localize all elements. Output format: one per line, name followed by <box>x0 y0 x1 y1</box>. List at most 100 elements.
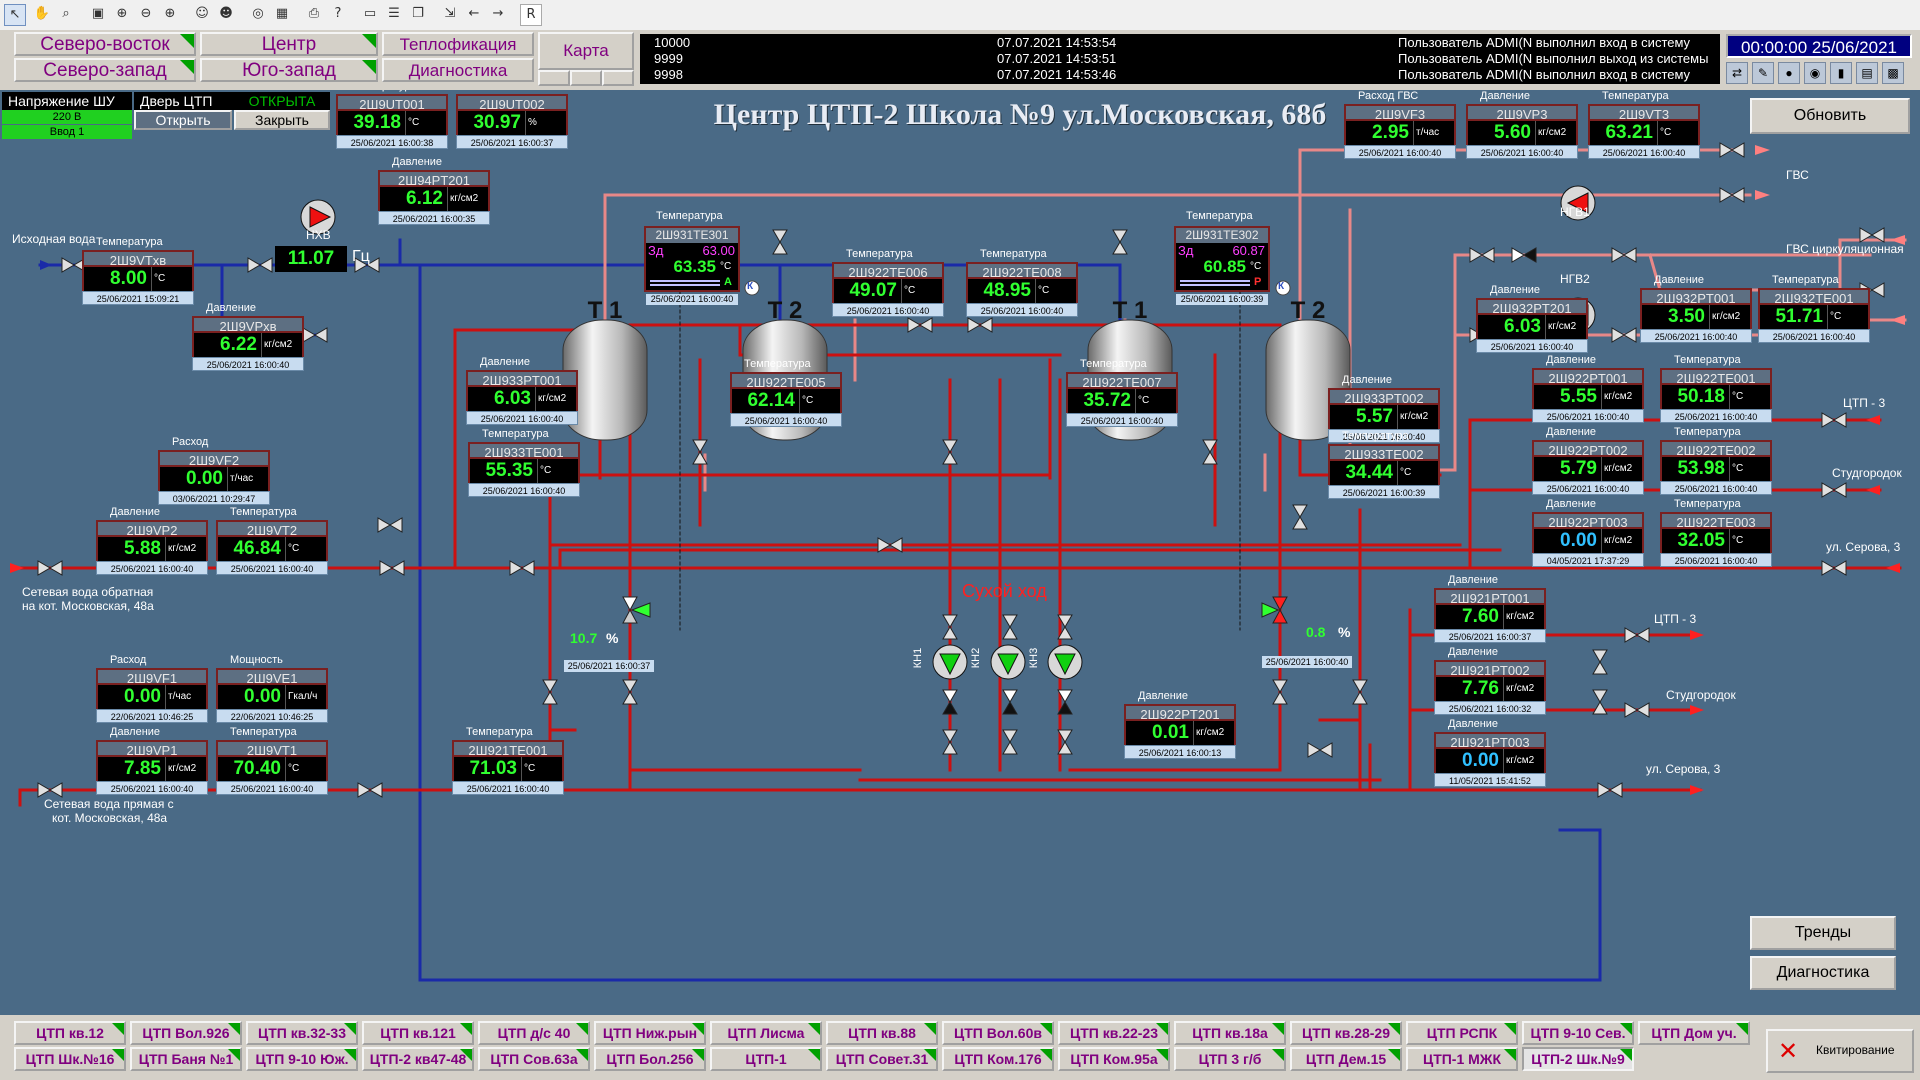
ctp-button[interactable]: ЦТП Вол.60в <box>942 1021 1054 1045</box>
zoom-fit-icon[interactable]: ▣ <box>91 6 105 21</box>
help-icon[interactable]: ? <box>334 6 342 21</box>
user-edit-icon[interactable]: ☻ <box>219 6 233 21</box>
ctp-button[interactable]: ЦТП кв.12 <box>14 1021 126 1045</box>
cascade-icon[interactable]: ❐ <box>412 6 424 21</box>
nav-yugo-zapad[interactable]: Юго-запад <box>200 58 378 82</box>
ctp-button[interactable]: ЦТП Вол.926 <box>130 1021 242 1045</box>
zoom-out-icon[interactable]: ⊖ <box>140 6 152 21</box>
tile-icon[interactable]: ☰ <box>388 6 400 21</box>
ctp-button[interactable]: ЦТП кв.22-23 <box>1058 1021 1170 1045</box>
ctp-button[interactable]: ЦТП 9-10 Сев. <box>1522 1021 1634 1045</box>
ctp-button[interactable]: ЦТП кв.121 <box>362 1021 474 1045</box>
users-icon[interactable]: ☺ <box>195 6 209 21</box>
diagnostics-button[interactable]: Диагностика <box>1750 956 1896 990</box>
ctp-button[interactable]: ЦТП Шк.№16 <box>14 1047 126 1071</box>
ctp-button[interactable]: ЦТП Дом уч. <box>1638 1021 1750 1045</box>
chip-icon[interactable]: ▩ <box>1882 62 1904 84</box>
ctp-button[interactable]: ЦТП кв.88 <box>826 1021 938 1045</box>
controller-te302[interactable]: 2Ш931ТЕ302 Зд 60.87 60.85 °С Р <box>1174 226 1270 292</box>
refresh-r-icon[interactable]: R <box>520 4 542 26</box>
ctp-button[interactable]: ЦТП Баня №1 <box>130 1047 242 1071</box>
ctp-button[interactable]: ЦТП-2 Шк.№9 <box>1522 1047 1634 1071</box>
exit-door-icon[interactable]: ▮ <box>1830 62 1852 84</box>
window-icon[interactable]: ▭ <box>363 6 377 21</box>
ctp-button[interactable]: ЦТП Бол.256 <box>594 1047 706 1071</box>
back-arrow-icon[interactable]: ← <box>468 6 480 21</box>
trends-button[interactable]: Тренды <box>1750 916 1896 950</box>
nav-sever-vostok[interactable]: Северо-восток <box>14 32 196 56</box>
person-icon[interactable]: ● <box>1778 62 1800 84</box>
close-door-button[interactable]: Закрыть <box>234 110 330 130</box>
nav-karta[interactable]: Карта <box>538 32 634 70</box>
binoculars-icon[interactable]: ◎ <box>252 6 264 21</box>
ctp-button[interactable]: ЦТП-1 <box>710 1047 822 1071</box>
open-door-button[interactable]: Открыть <box>134 110 232 130</box>
ctp-button[interactable]: ЦТП 3 г/б <box>1174 1047 1286 1071</box>
ctp-button[interactable]: ЦТП Лисма <box>710 1021 822 1045</box>
nav-diagnostika[interactable]: Диагностика <box>382 58 534 82</box>
zoom-icon[interactable]: ⌕ <box>62 6 70 21</box>
controller-te301[interactable]: 2Ш931ТЕ301 Зд 63.00 63.35 °С А <box>644 226 740 292</box>
refresh-button[interactable]: Обновить <box>1750 98 1910 134</box>
ctp-button[interactable]: ЦТП-1 МЖК <box>1406 1047 1518 1071</box>
ctp-button[interactable]: ЦТП д/с 40 <box>478 1021 590 1045</box>
ctp-button[interactable]: ЦТП 9-10 Юж. <box>246 1047 358 1071</box>
ctp-button[interactable]: ЦТП кв.32-33 <box>246 1021 358 1045</box>
ctp-button[interactable]: ЦТП Ком.95а <box>1058 1047 1170 1071</box>
edit-icon[interactable]: ✎ <box>1752 62 1774 84</box>
nav-sever-zapad[interactable]: Северо-запад <box>14 58 196 82</box>
ctp-button[interactable]: ЦТП РСПК <box>1406 1021 1518 1045</box>
nav-centr[interactable]: Центр <box>200 32 378 56</box>
calculator-icon[interactable]: ▦ <box>275 6 289 21</box>
pointer-icon[interactable]: ↖ <box>4 4 26 26</box>
log-icon[interactable]: ▤ <box>1856 62 1878 84</box>
print-icon[interactable]: ⎙ <box>308 6 320 21</box>
ctp-button[interactable]: ЦТП кв.28-29 <box>1290 1021 1402 1045</box>
ctp-button[interactable]: ЦТП-2 кв47-48 <box>362 1047 474 1071</box>
acknowledge-button[interactable]: ✕ Квитирование <box>1766 1029 1914 1073</box>
settings-icon[interactable]: ◉ <box>1804 62 1826 84</box>
forward-arrow-icon[interactable]: → <box>492 6 504 21</box>
zoom-in-icon[interactable]: ⊕ <box>164 6 176 21</box>
export-icon[interactable]: ⇲ <box>444 6 456 21</box>
ctp-button[interactable]: ЦТП Дем.15 <box>1290 1047 1402 1071</box>
hand-icon[interactable]: ✋ <box>33 6 51 21</box>
nav-blank-2[interactable] <box>570 70 602 86</box>
ctp-button[interactable]: ЦТП кв.18а <box>1174 1021 1286 1045</box>
